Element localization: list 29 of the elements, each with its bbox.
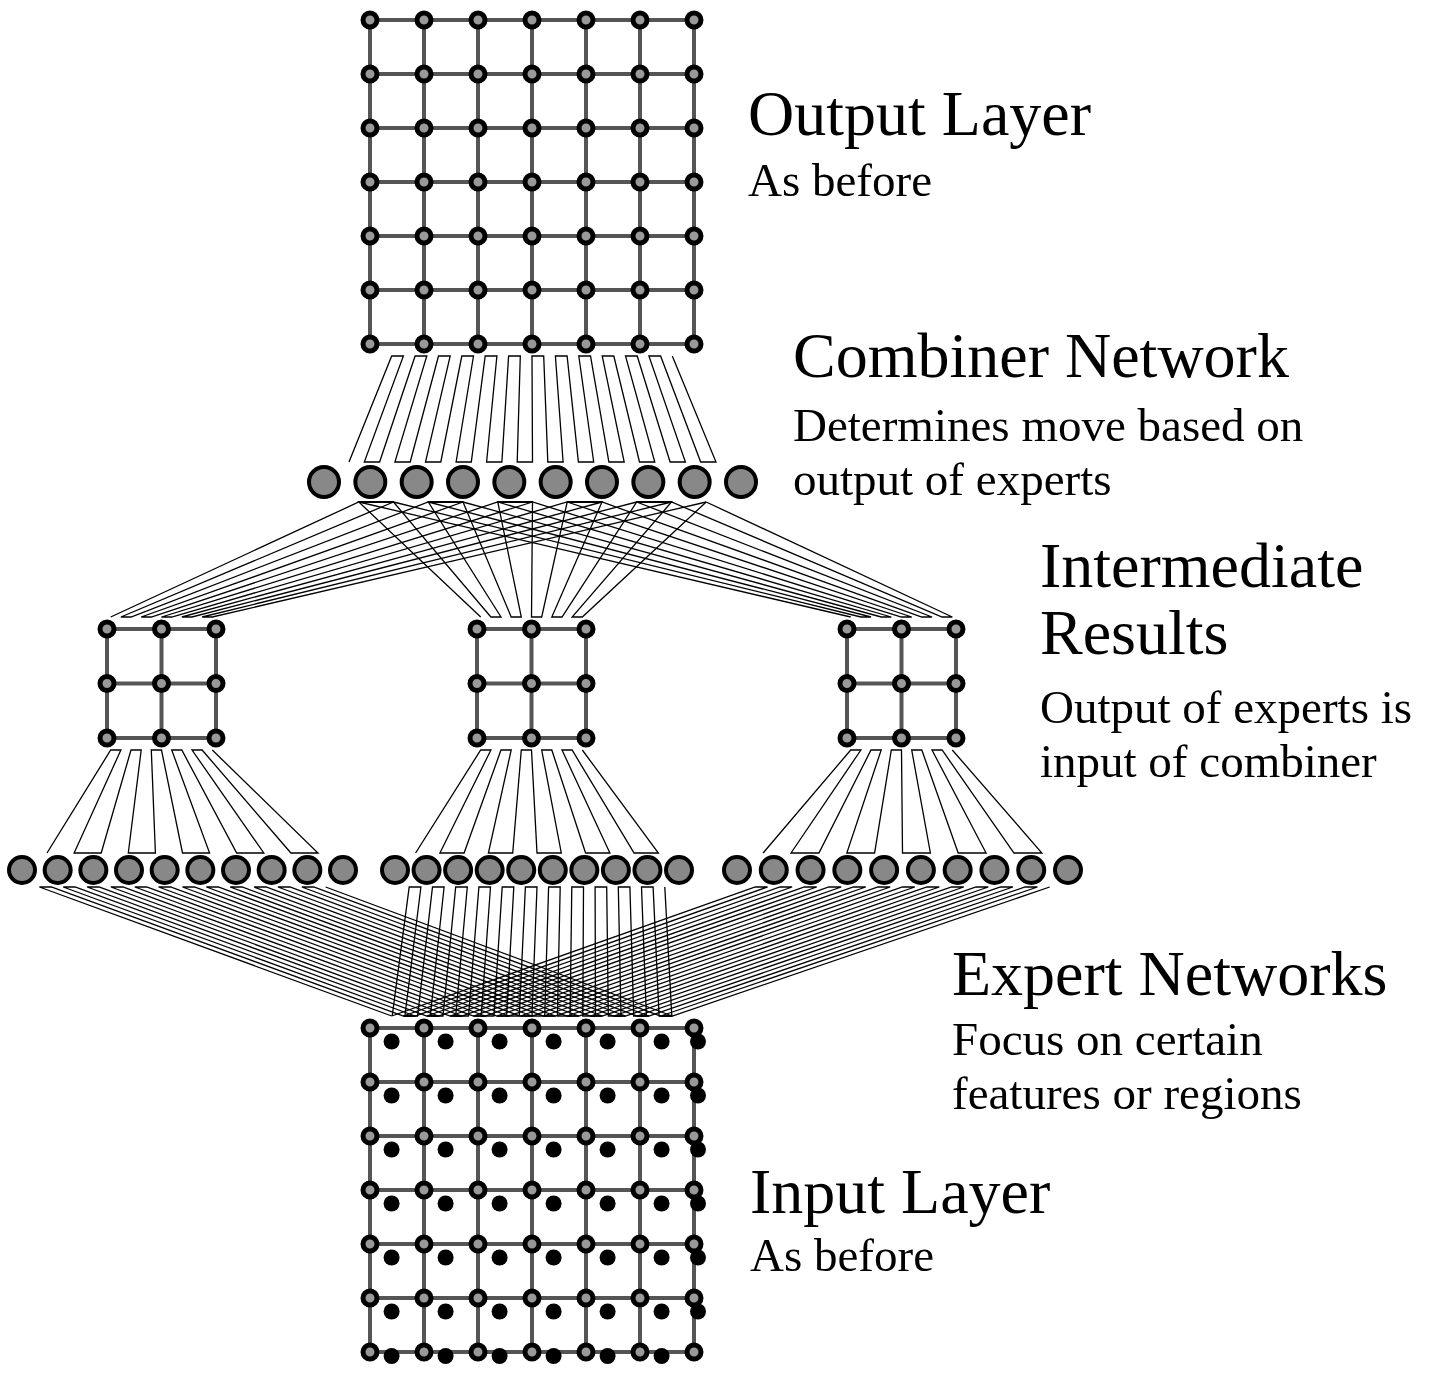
connection-lines xyxy=(391,886,1051,1017)
connection-lines xyxy=(38,886,673,1017)
combiner-neuron-row xyxy=(305,462,760,502)
expert-neuron-row xyxy=(5,853,360,887)
connection-lines xyxy=(358,501,953,618)
expert-neuron-row xyxy=(720,853,1085,887)
input-neuron-grid xyxy=(358,1016,706,1364)
output-neuron-grid xyxy=(358,8,706,356)
connection-lines xyxy=(391,886,673,1017)
expert-output-grid xyxy=(835,617,968,750)
expert-output-grid xyxy=(465,617,598,750)
layer-description: As before xyxy=(748,153,932,208)
connection-lines xyxy=(762,749,1044,854)
layer-description: Focus on certain features or regions xyxy=(952,1012,1303,1121)
layer-title: Output Layer xyxy=(748,80,1091,148)
connection-lines xyxy=(357,501,707,618)
connection-lines xyxy=(46,749,320,854)
expert-output-grid xyxy=(95,617,228,750)
layer-title: Input Layer xyxy=(750,1158,1051,1226)
layer-description: Determines move based on output of experts xyxy=(793,398,1305,507)
layer-title: Combiner Network xyxy=(793,322,1289,390)
connection-lines xyxy=(348,355,717,463)
layer-description: As before xyxy=(750,1228,934,1283)
expert-neuron-row xyxy=(378,853,696,887)
layer-title: Intermediate Results xyxy=(1040,532,1365,667)
connection-lines xyxy=(110,501,707,618)
layer-description: Output of experts is input of combiner xyxy=(1040,680,1414,789)
layer-title: Expert Networks xyxy=(952,940,1388,1008)
connection-lines xyxy=(414,749,660,854)
